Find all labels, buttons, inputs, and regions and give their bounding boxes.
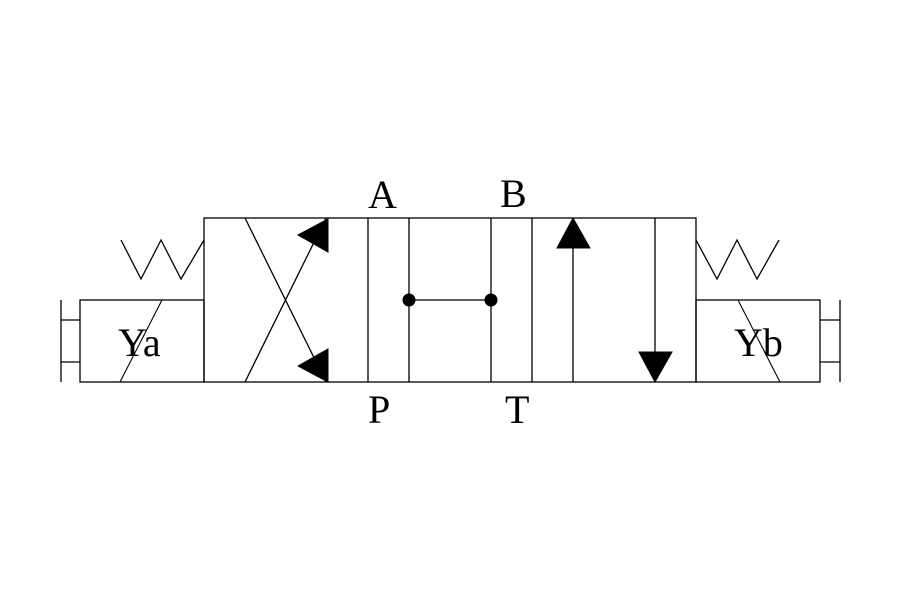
solenoid-right-body xyxy=(695,299,821,383)
flow-path-diagonal-up xyxy=(244,217,327,383)
junction-dot-right xyxy=(484,293,498,307)
spring-right-icon xyxy=(695,238,780,281)
port-label-p: P xyxy=(368,387,390,432)
port-label-t: T xyxy=(505,387,529,432)
port-label-a: A xyxy=(368,172,397,217)
solenoid-left-slash xyxy=(119,299,163,383)
solenoid-right: Yb xyxy=(695,299,841,383)
right-envelope-parallel-paths xyxy=(556,216,673,384)
solenoid-left-body xyxy=(79,299,205,383)
left-envelope-crossed-paths xyxy=(244,217,329,383)
port-label-b: B xyxy=(500,171,527,216)
solenoid-right-slash xyxy=(737,299,781,383)
solenoid-left-label: Ya xyxy=(118,320,161,365)
arrowhead-up xyxy=(556,216,591,249)
solenoid-left: Ya xyxy=(60,299,205,383)
arrowhead-left-top xyxy=(296,218,329,253)
center-envelope-ports xyxy=(402,218,498,382)
arrowhead-down xyxy=(638,351,673,384)
spring-left-icon xyxy=(120,238,205,281)
junction-dot-left xyxy=(402,293,416,307)
solenoid-right-label: Yb xyxy=(734,320,783,365)
arrowhead-left-bottom xyxy=(296,348,329,383)
